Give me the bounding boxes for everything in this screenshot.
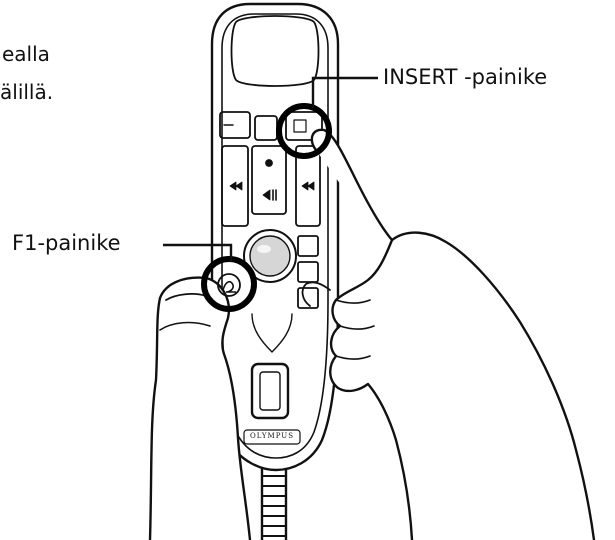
f1-button-highlight [201,256,257,312]
left-hand [148,276,252,540]
side-button-3 [297,287,319,309]
trackball [243,229,297,283]
side-button-2 [297,261,319,283]
forward-button [295,145,321,227]
insert-callout-line [311,76,378,108]
insert-button [285,111,323,141]
f1-button-label: F1-painike [12,231,121,255]
f1-button [217,273,241,297]
insert-button-highlight [276,103,332,159]
rewind-button [221,145,249,227]
cropped-instruction-line-1: ealla [2,42,50,66]
button-panel [219,111,323,309]
side-button-1 [297,235,319,257]
cropped-instruction-line-2: älillä. [0,80,54,104]
device-brand-logo: OLYMPUS [249,432,294,440]
record-play-button [251,145,287,215]
slide-switch [250,362,290,420]
rewind-index-button [219,111,251,139]
right-hand [310,128,596,540]
cable [260,464,288,540]
insert-button-label: INSERT -painike [383,65,548,89]
f1-callout-line [163,243,233,262]
